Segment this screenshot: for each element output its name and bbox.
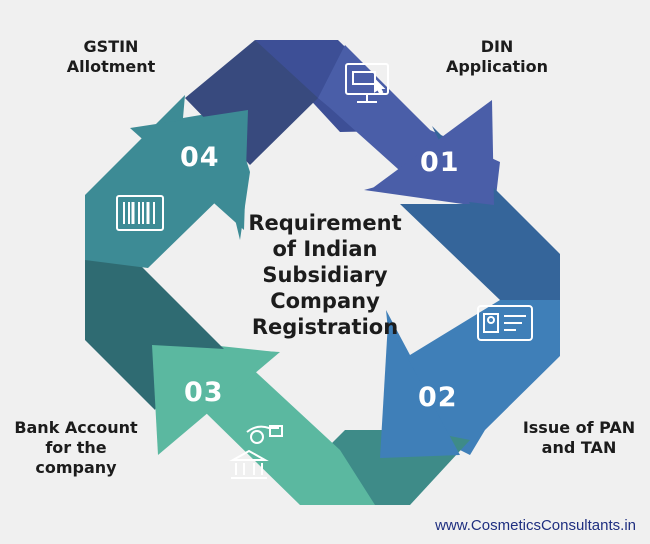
step-label-line: DIN [480, 37, 514, 56]
segment-04-dark [85, 260, 240, 410]
step-label-din: DIN Application [432, 37, 562, 77]
website-link[interactable]: www.CosmeticsConsultants.in [435, 517, 636, 534]
step-label-line: for the [45, 438, 107, 457]
step-number-04: 04 [180, 142, 220, 173]
id-card-icon [477, 305, 533, 341]
step-label-pan-tan: Issue of PAN and TAN [514, 418, 644, 458]
barcode-icon [116, 195, 164, 231]
center-title-line: Company [270, 289, 380, 313]
step-label-gstin: GSTIN Allotment [46, 37, 176, 77]
step-label-line: and TAN [541, 438, 617, 457]
step-label-line: Issue of PAN [522, 418, 636, 437]
center-title-line: of Indian [272, 237, 378, 261]
step-number-02: 02 [418, 382, 458, 413]
computer-screen-icon [345, 63, 389, 103]
center-title-line: Requirement [248, 211, 402, 235]
step-label-bank-account: Bank Account for the company [6, 418, 146, 478]
step-label-line: company [35, 458, 117, 477]
segment-02-dark [400, 126, 560, 300]
step-label-line: Bank Account [14, 418, 138, 437]
arrowhead-03 [152, 345, 280, 455]
arrowhead-01 [370, 100, 494, 205]
step-label-line: GSTIN [83, 37, 139, 56]
step-number-03: 03 [184, 377, 224, 408]
arrowhead-04 [130, 110, 248, 230]
step-number-01: 01 [420, 147, 460, 178]
center-title-line: Registration [251, 315, 399, 339]
center-title-line: Subsidiary [262, 263, 388, 287]
step-label-line: Allotment [66, 57, 156, 76]
arrowhead-02 [380, 322, 460, 458]
center-title: Requirement of Indian Subsidiary Company… [225, 210, 425, 340]
bank-payment-icon [229, 425, 283, 479]
segment-04-top-dark [185, 40, 318, 165]
step-label-line: Application [445, 57, 549, 76]
